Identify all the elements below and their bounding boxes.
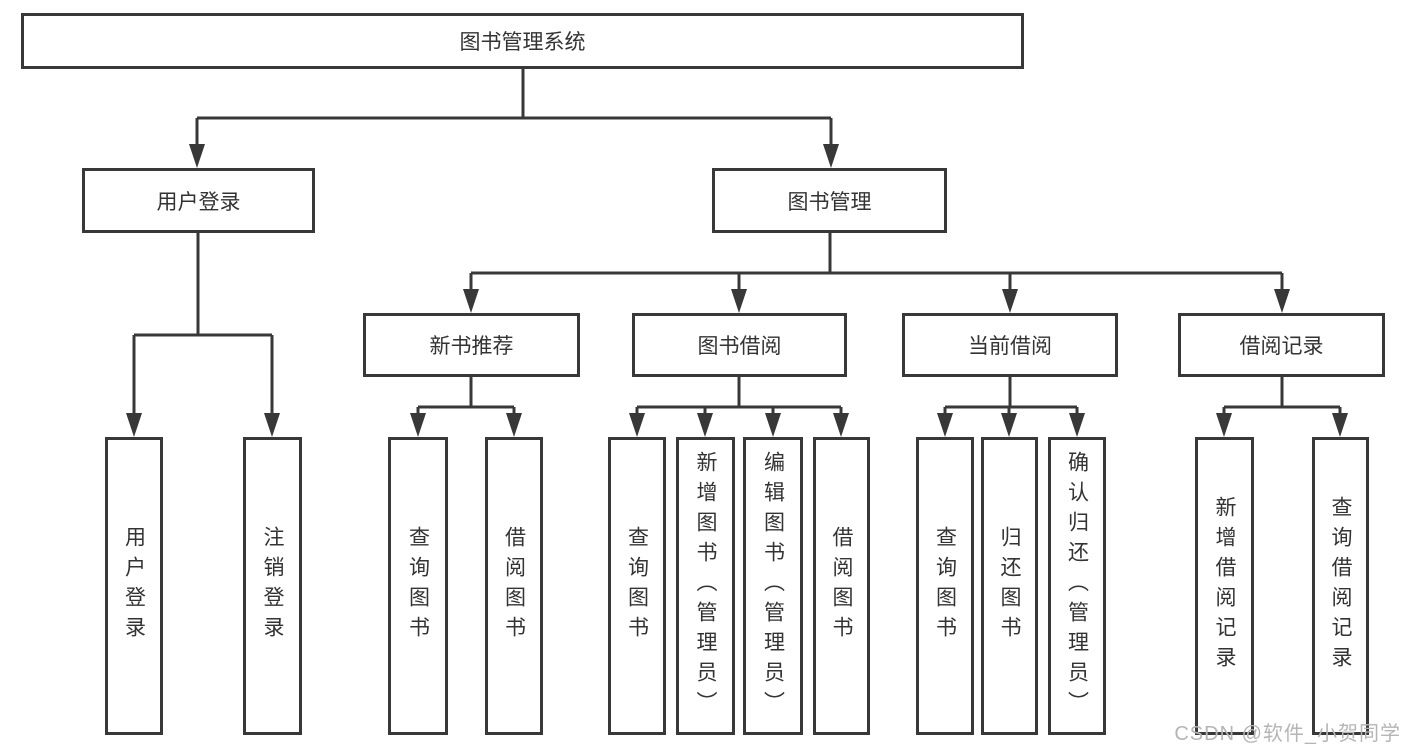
node-root-label: 图书管理系统 bbox=[459, 31, 586, 54]
node-book-borrowing: 图书借阅 bbox=[632, 313, 847, 377]
leaf-add-book-admin-label: 新增图书（管理员） bbox=[694, 451, 717, 721]
leaf-borrow-books-2-label: 借阅图书 bbox=[830, 526, 853, 646]
leaf-return-book-label: 归还图书 bbox=[998, 526, 1021, 646]
leaf-query-books-1-label: 查询图书 bbox=[406, 526, 430, 646]
leaf-query-books-2-label: 查询图书 bbox=[625, 526, 649, 646]
leaf-add-borrow-record: 新增借阅记录 bbox=[1195, 437, 1254, 735]
leaf-edit-book-admin-label: 编辑图书（管理员） bbox=[761, 451, 785, 721]
leaf-logout-label: 注销登录 bbox=[261, 526, 284, 646]
node-borrowing-records: 借阅记录 bbox=[1178, 313, 1385, 377]
leaf-query-books-1: 查询图书 bbox=[388, 437, 448, 735]
leaf-logout: 注销登录 bbox=[243, 437, 302, 735]
leaf-borrow-books-2: 借阅图书 bbox=[813, 437, 870, 735]
leaf-return-book: 归还图书 bbox=[981, 437, 1038, 735]
leaf-add-borrow-record-label: 新增借阅记录 bbox=[1213, 496, 1236, 676]
node-user-login-branch: 用户登录 bbox=[82, 168, 315, 233]
leaf-query-borrow-record: 查询借阅记录 bbox=[1312, 437, 1369, 735]
leaf-confirm-return-admin-label: 确认归还（管理员） bbox=[1065, 451, 1089, 721]
leaf-user-login-label: 用户登录 bbox=[122, 526, 146, 646]
node-new-book-recommend-label: 新书推荐 bbox=[429, 335, 514, 358]
node-book-management-branch: 图书管理 bbox=[712, 168, 947, 233]
leaf-borrow-books-1-label: 借阅图书 bbox=[502, 526, 526, 646]
node-current-borrowing-label: 当前借阅 bbox=[968, 335, 1052, 358]
node-current-borrowing: 当前借阅 bbox=[902, 313, 1118, 377]
leaf-borrow-books-1: 借阅图书 bbox=[485, 437, 543, 735]
node-borrowing-records-label: 借阅记录 bbox=[1239, 335, 1324, 358]
leaf-query-borrow-record-label: 查询借阅记录 bbox=[1329, 496, 1352, 676]
csdn-watermark: CSDN @软件_小贺同学 bbox=[1174, 723, 1401, 745]
leaf-query-books-2: 查询图书 bbox=[608, 437, 666, 735]
arrowheads bbox=[126, 144, 1348, 437]
leaf-user-login: 用户登录 bbox=[105, 437, 163, 735]
leaf-query-books-3-label: 查询图书 bbox=[933, 526, 957, 646]
node-book-management-branch-label: 图书管理 bbox=[787, 190, 872, 214]
leaf-add-book-admin: 新增图书（管理员） bbox=[676, 437, 735, 735]
leaf-confirm-return-admin: 确认归还（管理员） bbox=[1048, 437, 1106, 735]
node-book-borrowing-label: 图书借阅 bbox=[697, 335, 782, 358]
leaf-query-books-3: 查询图书 bbox=[916, 437, 974, 735]
node-user-login-branch-label: 用户登录 bbox=[156, 190, 241, 214]
leaf-edit-book-admin: 编辑图书（管理员） bbox=[743, 437, 803, 735]
node-new-book-recommend: 新书推荐 bbox=[363, 313, 580, 377]
node-root-system: 图书管理系统 bbox=[21, 13, 1024, 69]
